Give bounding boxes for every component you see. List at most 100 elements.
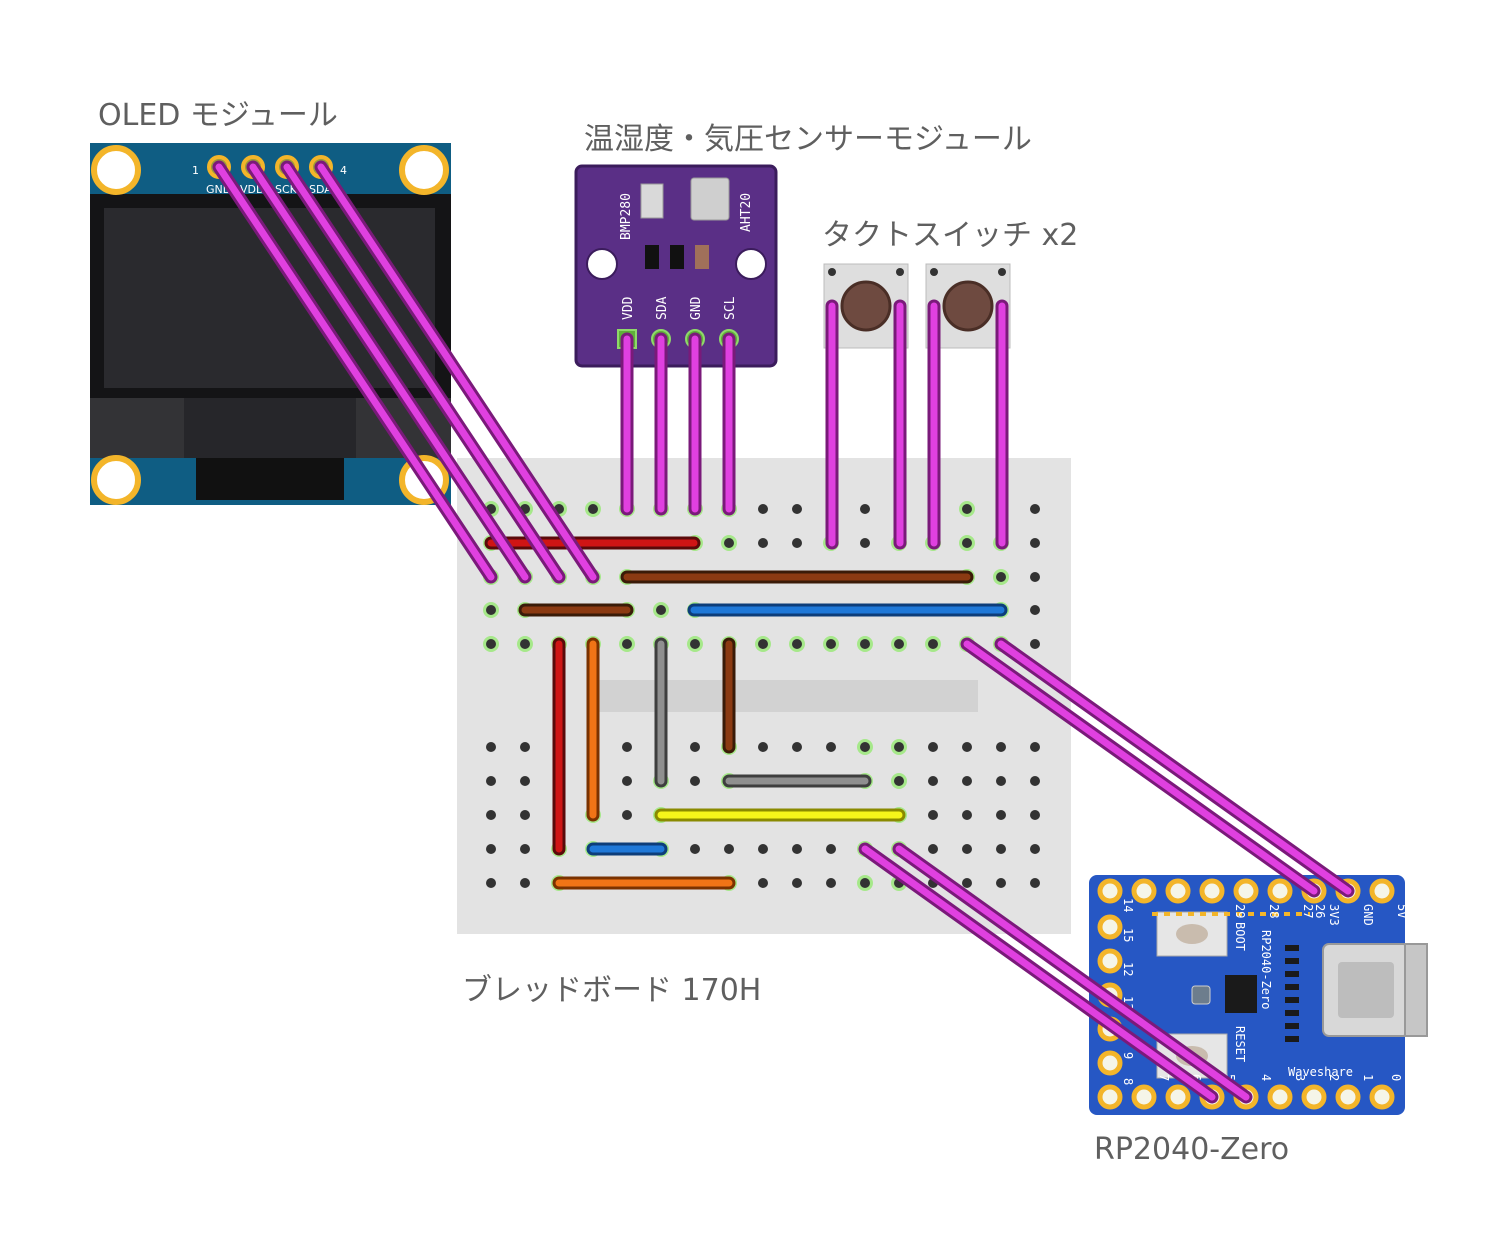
breadboard-hole (996, 844, 1006, 854)
sensor-label-aht20: AHT20 (739, 193, 754, 232)
breadboard-hole (860, 538, 870, 548)
rp-pin-label-1: 1 (1361, 1074, 1375, 1081)
breadboard-hole (860, 878, 870, 888)
breadboard-hole (656, 605, 666, 615)
breadboard-hole (826, 742, 836, 752)
aht20-chip (690, 177, 730, 221)
rp-pin-label-15: 15 (1121, 928, 1135, 942)
breadboard-hole (1030, 742, 1040, 752)
rp-pad-left-0 (1097, 914, 1123, 940)
breadboard-hole (520, 639, 530, 649)
rp-pin-label-7: 7 (1157, 1074, 1171, 1081)
rp-pin-label-4: 4 (1259, 1074, 1273, 1081)
cable-oled-vdd (249, 163, 529, 581)
cable-rp-3v3 (963, 640, 1318, 895)
breadboard-hole (996, 572, 1006, 582)
breadboard-hole (962, 504, 972, 514)
breadboard-hole (1030, 504, 1040, 514)
breadboard-hole (860, 742, 870, 752)
breadboard-hole (996, 810, 1006, 820)
breadboard-hole (486, 878, 496, 888)
rp-pad-bottom-5 (1267, 1084, 1293, 1110)
rp2040-caption: RP2040-Zero (1094, 1132, 1290, 1167)
cable-rp-gnd (997, 640, 1352, 895)
rp-pin-label-12: 12 (1121, 962, 1135, 976)
breadboard-hole (1030, 776, 1040, 786)
bmp280-chip (640, 183, 664, 219)
rp-pad-top-5 (1267, 878, 1293, 904)
rp-pad-top-0 (1097, 878, 1123, 904)
cable-oled-sda (317, 163, 597, 581)
rp-pin-label-14: 14 (1121, 898, 1135, 912)
breadboard-hole (622, 639, 632, 649)
rp-pad-bottom-1 (1131, 1084, 1157, 1110)
rp2040-chip (1225, 975, 1257, 1013)
breadboard-hole (758, 504, 768, 514)
rp-pad-top-1 (1131, 878, 1157, 904)
breadboard-hole (792, 504, 802, 514)
rp-pad-top-2 (1165, 878, 1191, 904)
breadboard (457, 458, 1071, 934)
breadboard-hole (486, 776, 496, 786)
sensor-pin-label-gnd: GND (689, 296, 704, 320)
rp-pad-left-1 (1097, 948, 1123, 974)
breadboard-hole (758, 844, 768, 854)
breadboard-hole (622, 810, 632, 820)
breadboard-hole (928, 742, 938, 752)
rp-pad-top-4 (1233, 878, 1259, 904)
sensor-module: BMP280 AHT20 VDD SDA GND SCL (574, 164, 778, 368)
breadboard-hole (1030, 878, 1040, 888)
reset-button-label: RESET (1233, 1026, 1247, 1062)
breadboard-hole (520, 844, 530, 854)
rp2040-pin-pads (1097, 878, 1395, 1110)
breadboard-hole (486, 810, 496, 820)
breadboard-hole (792, 742, 802, 752)
breadboard-hole (996, 742, 1006, 752)
breadboard-hole (826, 639, 836, 649)
breadboard-hole (1030, 844, 1040, 854)
sensor-label-bmp280: BMP280 (619, 193, 634, 240)
cable-oled-gnd (215, 163, 495, 581)
breadboard-hole (1030, 572, 1040, 582)
breadboard-hole (928, 639, 938, 649)
rp-pad-bottom-8 (1369, 1084, 1395, 1110)
rp-pin-label-28: 28 (1267, 904, 1281, 918)
breadboard-hole (792, 538, 802, 548)
breadboard-hole (724, 844, 734, 854)
sensor-pin-label-sda: SDA (655, 296, 670, 320)
breadboard-hole (520, 810, 530, 820)
rp-pin-label-0: 0 (1389, 1074, 1403, 1081)
rp-pad-bottom-0 (1097, 1084, 1123, 1110)
breadboard-hole (1030, 605, 1040, 615)
breadboard-jumpers (484, 536, 1008, 890)
rp-pin-label-9: 9 (1121, 1052, 1135, 1059)
rp-pin-label-29: 29 (1233, 904, 1247, 918)
breadboard-hole (792, 878, 802, 888)
breadboard-hole (758, 639, 768, 649)
breadboard-hole (520, 742, 530, 752)
breadboard-hole (690, 776, 700, 786)
breadboard-hole (894, 776, 904, 786)
breadboard-hole (826, 844, 836, 854)
boot-button-label: BOOT (1233, 922, 1247, 951)
breadboard-hole (1030, 639, 1040, 649)
oled-pin-number-1: 1 (192, 164, 199, 177)
breadboard-hole (486, 742, 496, 752)
breadboard-hole (486, 844, 496, 854)
breadboard-hole (1030, 538, 1040, 548)
breadboard-hole (894, 742, 904, 752)
breadboard-hole (928, 810, 938, 820)
breadboard-hole (894, 639, 904, 649)
breadboard-hole (928, 776, 938, 786)
breadboard-hole (520, 878, 530, 888)
breadboard-hole (860, 504, 870, 514)
rp-pin-label-2: 2 (1327, 1074, 1341, 1081)
breadboard-hole (996, 776, 1006, 786)
breadboard-hole (962, 844, 972, 854)
breadboard-hole (928, 844, 938, 854)
oled-pin-number-4: 4 (340, 164, 347, 177)
rp-pin-label-5V: 5V (1395, 904, 1409, 918)
sensor-pin-label-scl: SCL (723, 296, 738, 320)
breadboard-hole (962, 776, 972, 786)
